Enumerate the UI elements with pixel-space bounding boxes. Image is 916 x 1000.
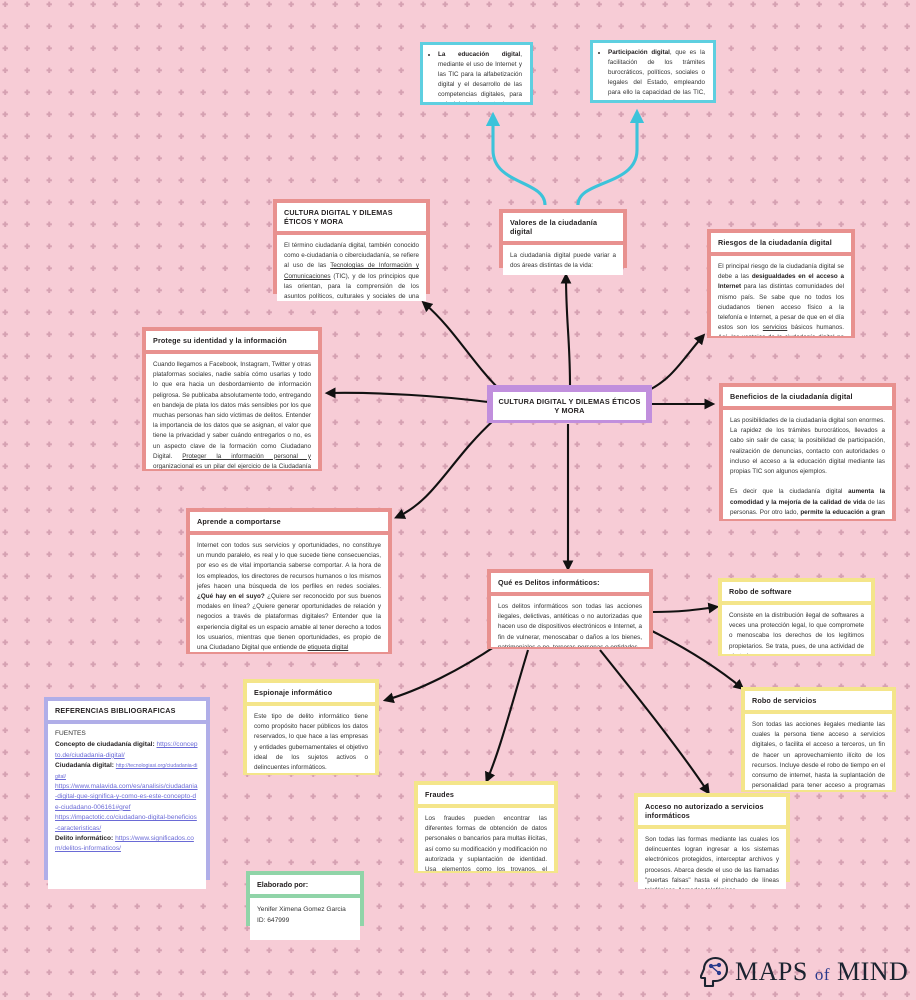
brand-mind: MIND xyxy=(837,957,909,986)
node-delitos-informaticos[interactable]: Qué es Delitos informáticos: Los delitos… xyxy=(487,569,653,649)
node-educacion-digital-text: , mediante el uso de Internet y las TIC … xyxy=(438,51,522,102)
reference-item: https://impactotic.co/ciudadano-digital-… xyxy=(55,813,199,834)
node-fraudes-body: Los fraudes pueden encontrar las diferen… xyxy=(418,808,554,871)
node-riesgos-title: Riesgos de la ciudadanía digital xyxy=(711,233,851,252)
reference-link[interactable]: https://impactotic.co/ciudadano-digital-… xyxy=(55,814,197,832)
node-acceso-no-autorizado-title: Acceso no autorizado a servicios informá… xyxy=(638,797,786,825)
node-participacion-digital-lead: Participación digital xyxy=(608,49,670,56)
head-mind-icon xyxy=(700,956,729,988)
references-heading: FUENTES xyxy=(55,730,86,737)
node-espionaje-informatico-body: Este tipo de delito informático tiene co… xyxy=(247,706,375,773)
node-cultura-digital-title: CULTURA DIGITAL Y DILEMAS ÉTICOS Y MORA xyxy=(277,203,426,231)
node-delitos-informaticos-body: Los delitos informáticos son todas las a… xyxy=(491,596,649,647)
node-protege-identidad-body: Cuando llegamos a Facebook, Instagram, T… xyxy=(146,354,318,469)
reference-item: Concepto de ciudadanía digital: https://… xyxy=(55,740,199,761)
node-valores-body: La ciudadanía digital puede variar a dos… xyxy=(503,245,623,275)
node-cultura-digital-body: El término ciudadanía digital, también c… xyxy=(277,235,426,301)
reference-link[interactable]: https://www.malavida.com/es/analisis/ciu… xyxy=(55,783,198,811)
node-participacion-digital[interactable]: Participación digital, que es la facilit… xyxy=(590,40,716,103)
node-protege-identidad[interactable]: Protege su identidad y la información Cu… xyxy=(142,327,322,471)
reference-item: https://www.malavida.com/es/analisis/ciu… xyxy=(55,782,199,813)
reference-item: Delito informático: https://www.signific… xyxy=(55,834,199,855)
central-node[interactable]: CULTURA DIGITAL Y DILEMAS ÉTICOS Y MORA xyxy=(487,385,652,423)
reference-label: Ciudadanía digital: xyxy=(55,762,114,770)
node-delitos-informaticos-title: Qué es Delitos informáticos: xyxy=(491,573,649,592)
author-box-body: Yenifer Ximena Gomez Garcia ID: 647999 xyxy=(250,898,360,940)
node-cultura-digital[interactable]: CULTURA DIGITAL Y DILEMAS ÉTICOS Y MORA … xyxy=(273,199,430,301)
node-robo-software[interactable]: Robo de software Consiste en la distribu… xyxy=(718,578,875,656)
reference-label: Delito informático: xyxy=(55,835,114,843)
author-box[interactable]: Elaborado por: Yenifer Ximena Gomez Garc… xyxy=(246,871,364,940)
central-node-label: CULTURA DIGITAL Y DILEMAS ÉTICOS Y MORA xyxy=(493,392,646,420)
references-box[interactable]: REFERENCIAS BIBLIOGRAFICAS FUENTES Conce… xyxy=(44,697,210,889)
brand-maps: MAPS xyxy=(735,957,808,986)
node-robo-servicios-title: Robo de servicios xyxy=(745,691,892,710)
node-participacion-digital-body: Participación digital, que es la facilit… xyxy=(593,43,713,100)
node-fraudes[interactable]: Fraudes Los fraudes pueden encontrar las… xyxy=(414,781,558,873)
node-espionaje-informatico-title: Espionaje informático xyxy=(247,683,375,702)
node-acceso-no-autorizado[interactable]: Acceso no autorizado a servicios informá… xyxy=(634,793,790,889)
node-participacion-digital-text: , que es la facilitación de los trámites… xyxy=(608,49,705,100)
node-aprende-comportarse-body: Internet con todos sus servicios y oport… xyxy=(190,535,388,652)
brand-of: of xyxy=(814,965,830,984)
node-acceso-no-autorizado-body: Son todas las formas mediante las cuales… xyxy=(638,829,786,889)
brand-logo: MAPS of MIND xyxy=(700,956,908,988)
node-fraudes-title: Fraudes xyxy=(418,785,554,804)
node-valores-title: Valores de la ciudadanía digital xyxy=(503,213,623,241)
node-educacion-digital[interactable]: La educación digital, mediante el uso de… xyxy=(420,42,533,105)
references-body: FUENTES Concepto de ciudadanía digital: … xyxy=(48,724,206,889)
reference-item: Ciudadanía digital: http://tecnologiasi.… xyxy=(55,761,199,782)
node-riesgos[interactable]: Riesgos de la ciudadanía digital El prin… xyxy=(707,229,855,338)
node-educacion-digital-body: La educación digital, mediante el uso de… xyxy=(423,45,530,102)
author-name: Yenifer Ximena Gomez Garcia xyxy=(257,906,346,913)
node-robo-software-title: Robo de software xyxy=(722,582,871,601)
node-beneficios-title: Beneficios de la ciudadanía digital xyxy=(723,387,892,406)
reference-label: Concepto de ciudadanía digital: xyxy=(55,741,155,749)
author-id: ID: 647999 xyxy=(257,917,290,925)
node-beneficios-body: Las posibilidades de la ciudadanía digit… xyxy=(723,410,892,519)
node-espionaje-informatico[interactable]: Espionaje informático Este tipo de delit… xyxy=(243,679,379,775)
node-riesgos-body: El principal riesgo de la ciudadanía dig… xyxy=(711,256,851,336)
node-beneficios[interactable]: Beneficios de la ciudadanía digital Las … xyxy=(719,383,896,521)
node-protege-identidad-title: Protege su identidad y la información xyxy=(146,331,318,350)
node-valores[interactable]: Valores de la ciudadanía digital La ciud… xyxy=(499,209,627,275)
node-aprende-comportarse-title: Aprende a comportarse xyxy=(190,512,388,531)
node-aprende-comportarse[interactable]: Aprende a comportarse Internet con todos… xyxy=(186,508,392,654)
node-robo-servicios-body: Son todas las acciones ilegales mediante… xyxy=(745,714,892,790)
brand-wordmark: MAPS of MIND xyxy=(735,957,908,987)
references-title: REFERENCIAS BIBLIOGRAFICAS xyxy=(48,701,206,720)
author-box-title: Elaborado por: xyxy=(250,875,360,894)
node-robo-software-body: Consiste en la distribución ilegal de so… xyxy=(722,605,871,654)
node-robo-servicios[interactable]: Robo de servicios Son todas las acciones… xyxy=(741,687,896,792)
node-educacion-digital-lead: La educación digital xyxy=(438,51,521,58)
